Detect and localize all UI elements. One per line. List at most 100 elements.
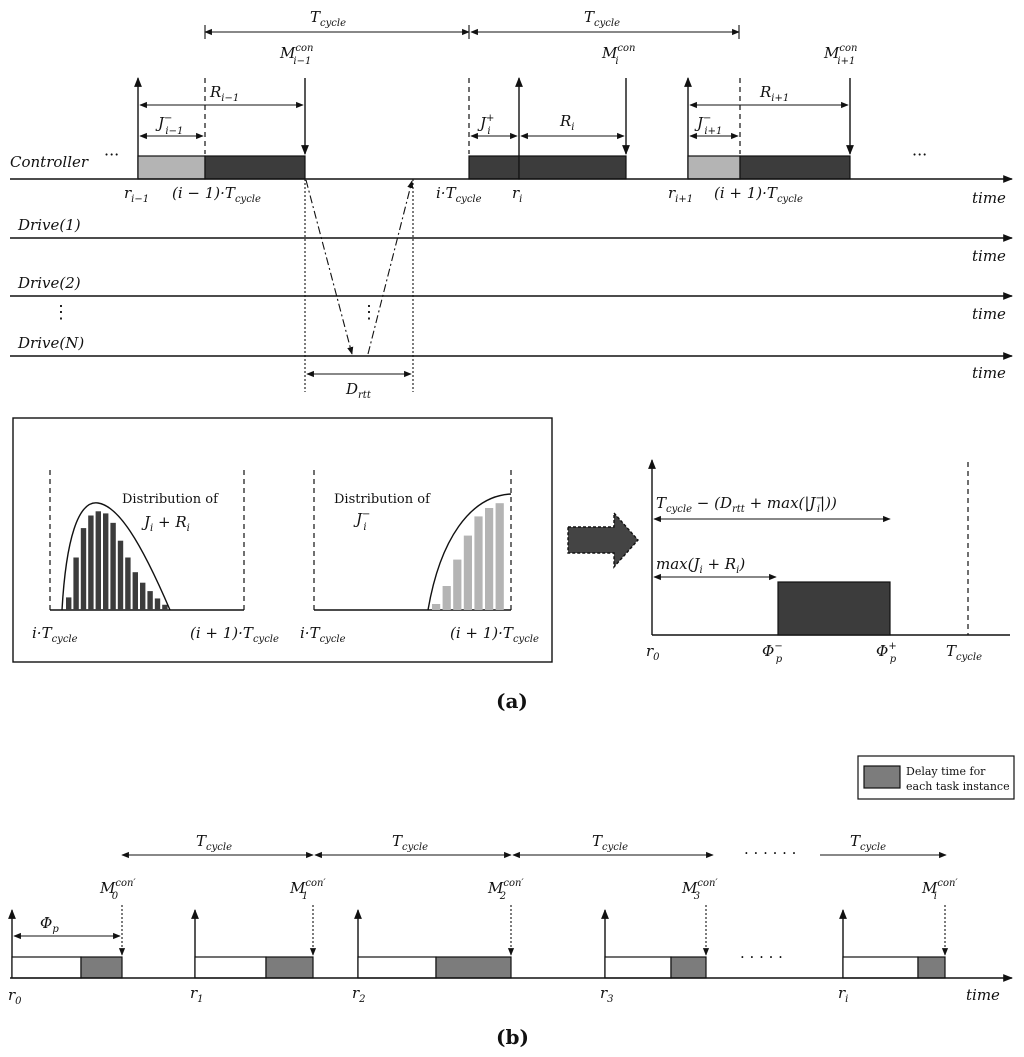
dist1-title: Distribution of	[122, 492, 219, 507]
dist2-left-tick: i·Tcycle	[300, 624, 346, 645]
tick-t-im1: (i − 1)·Tcycle	[172, 184, 261, 205]
histogram-bar	[432, 604, 441, 610]
drtt-label: Drtt	[345, 380, 372, 401]
response-box-i	[518, 155, 627, 180]
histogram-bar	[66, 597, 72, 610]
b-phi-label: Φp	[40, 914, 59, 935]
window-mid-label: max(Ji + Ri)	[656, 555, 745, 576]
b-message-1: Mcon′1	[289, 878, 326, 902]
ellipsis-right: ···	[912, 145, 927, 164]
b-delay-box	[265, 956, 314, 979]
dist1-formula: Ji + Ri	[141, 513, 190, 534]
histogram-bar	[117, 540, 124, 610]
legend-line-1: Delay time for	[906, 765, 986, 778]
dist2-title: Distribution of	[334, 492, 431, 507]
histogram-bar	[453, 559, 462, 610]
time-label: time	[972, 189, 1006, 207]
histogram-bar	[88, 515, 94, 610]
jitter-box-im1	[137, 155, 206, 180]
histogram-bar	[442, 586, 451, 610]
caption-b: (b)	[496, 1025, 529, 1049]
response-label-im1: Ri−1	[209, 83, 239, 104]
b-message-2: Mcon′2	[487, 878, 524, 902]
tick-r-ip1: ri+1	[668, 184, 693, 205]
b-exec-box	[357, 956, 437, 979]
legend-swatch	[863, 765, 901, 789]
b-message-3: Mcon′3	[681, 878, 718, 902]
distribution-frame	[12, 417, 553, 663]
window-r0: r0	[646, 642, 660, 663]
b-cycle-label-1: Tcycle	[196, 832, 232, 853]
b-dots-bottom: · · · · ·	[740, 948, 783, 966]
drive-n-label: Drive(N)	[17, 334, 84, 352]
tick-r-i: ri	[512, 184, 522, 205]
b-cycle-label-2: Tcycle	[392, 832, 428, 853]
controller-label: Controller	[10, 153, 89, 171]
b-message-0: Mcon′0	[99, 878, 136, 902]
window-phi-minus: Φ−p	[762, 641, 783, 665]
response-box-im1	[204, 155, 306, 180]
b-release-label: r1	[190, 984, 204, 1005]
jitter-box-ip1	[687, 155, 741, 180]
b-delay-box	[80, 956, 123, 979]
window-tcycle: Tcycle	[946, 642, 982, 663]
histogram-bar	[80, 528, 87, 610]
b-delay-box	[670, 956, 707, 979]
dist2-envelope	[427, 493, 512, 611]
b-dots-top: · · · · · ·	[744, 844, 796, 862]
dist1-right-tick: (i + 1)·Tcycle	[190, 624, 279, 645]
response-box-ip1	[739, 155, 851, 180]
drive-1-label: Drive(1)	[17, 216, 81, 234]
message-path-up	[367, 180, 414, 355]
panel-b: Delay time for each task instance Tcycle…	[8, 755, 1015, 1007]
b-exec-box	[194, 956, 267, 979]
window-offset-box	[777, 581, 891, 636]
window-plot: Tcycle − (Drtt + max(|J−i|)) max(Ji + Ri…	[646, 459, 1010, 665]
response-label-i: Ri	[559, 112, 575, 133]
histogram-bar	[125, 557, 131, 610]
b-time-label: time	[966, 986, 1000, 1004]
b-release-label: ri	[838, 984, 848, 1005]
histogram-bar	[463, 535, 472, 610]
time-label: time	[972, 247, 1006, 265]
b-cycle-label-4: Tcycle	[850, 832, 886, 853]
dist1-envelope	[61, 502, 171, 611]
b-exec-box	[842, 956, 919, 979]
tick-t-i: i·Tcycle	[436, 184, 482, 205]
b-exec-box	[604, 956, 672, 979]
b-release-label: r2	[352, 984, 366, 1005]
b-exec-box	[11, 956, 82, 979]
b-delay-box	[917, 956, 946, 979]
dist1-bars	[66, 511, 168, 610]
dist2-right-tick: (i + 1)·Tcycle	[450, 624, 539, 645]
histogram-bar	[132, 572, 138, 610]
histogram-bar	[495, 503, 504, 610]
dist2-bars	[432, 503, 504, 610]
histogram-bar	[147, 591, 153, 610]
time-label: time	[972, 364, 1006, 382]
b-delay-box	[435, 956, 512, 979]
tcycle-label-1: Tcycle	[310, 8, 346, 29]
histogram-bar	[154, 598, 161, 610]
distribution-box: Distribution of Ji + Ri i·Tcycle (i + 1)…	[12, 417, 553, 663]
tick-t-ip1: (i + 1)·Tcycle	[714, 184, 803, 205]
histogram-bar	[73, 557, 79, 610]
histogram-bar	[140, 582, 146, 610]
drive-2-label: Drive(2)	[17, 274, 81, 292]
b-release-label: r0	[8, 986, 22, 1007]
tick-r-im1: ri−1	[124, 184, 149, 205]
message-path-down	[305, 179, 354, 355]
window-phi-plus: Φ+p	[876, 641, 897, 665]
right-arrow-icon	[567, 511, 639, 569]
histogram-bar	[95, 511, 101, 610]
time-label: time	[972, 305, 1006, 323]
jitter-box-i	[468, 155, 520, 180]
b-cycle-label-3: Tcycle	[592, 832, 628, 853]
drive-vertical-ellipsis: ⋮	[52, 302, 70, 323]
b-release-label: r3	[600, 984, 614, 1005]
drive-vertical-ellipsis-center: ⋮	[360, 302, 378, 323]
